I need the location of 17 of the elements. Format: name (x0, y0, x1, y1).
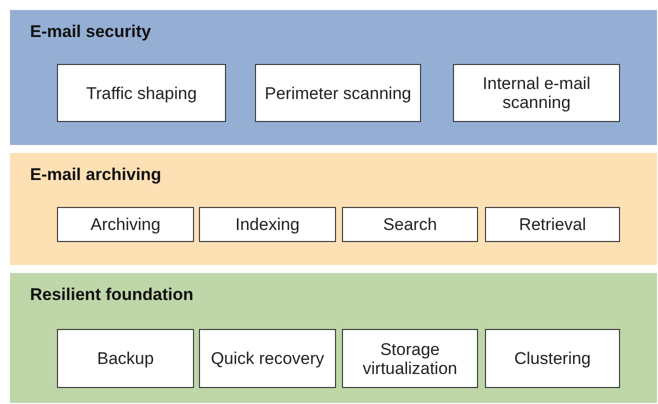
component-box: Search (342, 207, 478, 242)
component-box: Indexing (199, 207, 336, 242)
component-box: Traffic shaping (57, 64, 226, 122)
component-box: Storage virtualization (342, 329, 478, 388)
band-title: Resilient foundation (30, 285, 194, 305)
component-box: Archiving (57, 207, 194, 242)
band-title: E-mail security (30, 22, 151, 42)
component-box: Retrieval (485, 207, 620, 242)
component-box: Internal e-mail scanning (453, 64, 620, 122)
band-title: E-mail archiving (30, 165, 162, 185)
component-box: Quick recovery (199, 329, 336, 388)
component-box: Backup (57, 329, 194, 388)
component-box: Perimeter scanning (255, 64, 421, 122)
component-box: Clustering (485, 329, 620, 388)
layer-band (10, 10, 657, 145)
layer-band (10, 273, 657, 403)
layer-band (10, 153, 657, 265)
